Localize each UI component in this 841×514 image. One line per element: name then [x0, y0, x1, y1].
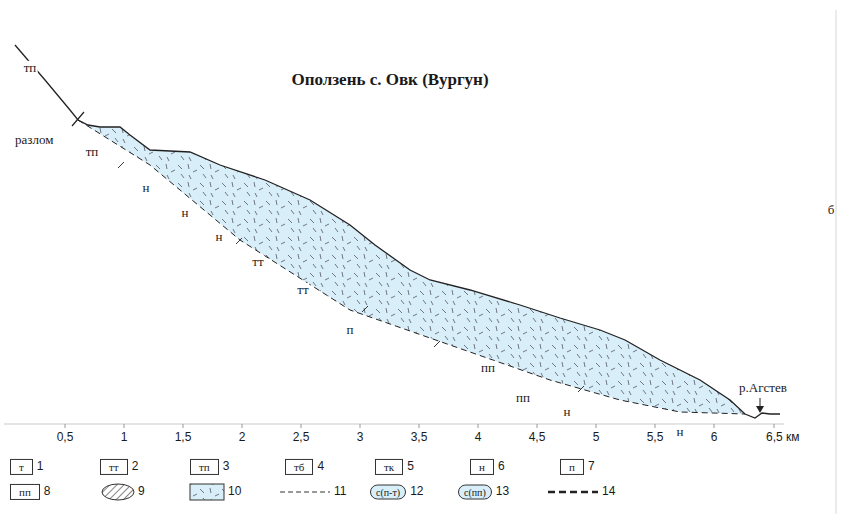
axis-tick-label: 6 — [711, 431, 718, 444]
legend-number: 4 — [317, 460, 324, 473]
layer-label: н — [676, 425, 685, 439]
axis-tick — [478, 424, 479, 428]
axis-tick — [242, 424, 243, 428]
legend-dashed — [280, 492, 330, 493]
axis-tick-label: 2,5 — [293, 431, 310, 444]
layer-label: н — [563, 405, 572, 419]
axis-tick-label: 3,5 — [411, 431, 428, 444]
ground-surface — [15, 45, 780, 418]
legend-number: 1 — [37, 460, 44, 473]
axis-tick-label: 0,5 — [57, 431, 74, 444]
title: Оползень с. Овк (Вургун) — [291, 71, 488, 90]
contact-ticks — [118, 162, 584, 392]
river-label: р.Агстев — [738, 381, 788, 395]
axis-tick-label: 5,5 — [647, 431, 664, 444]
axis-tick — [655, 424, 656, 428]
legend-number: 13 — [496, 485, 509, 498]
legend-sample: тт — [100, 459, 128, 475]
layer-label: п — [346, 323, 355, 337]
legend-sample: пп — [10, 484, 40, 500]
river-arrowhead — [756, 406, 764, 413]
fault-mark — [72, 112, 84, 126]
layer-label: пп — [480, 361, 496, 375]
layer-label: тп — [85, 145, 100, 159]
axis-tick-label: 4,5 — [529, 431, 546, 444]
axis-tick — [537, 424, 538, 428]
axis-tick-label: 1 — [121, 431, 128, 444]
axis-tick-label: 1,5 — [175, 431, 192, 444]
legend-number: 6 — [498, 460, 505, 473]
legend-number: 2 — [132, 460, 139, 473]
legend-hatch — [102, 484, 134, 500]
layer-label: разлом — [14, 133, 54, 147]
axis-tick — [419, 424, 420, 428]
landslide-body — [78, 120, 745, 414]
legend-sample: с(п-т) — [370, 485, 406, 500]
slip-surface — [78, 120, 745, 414]
legend-samples — [102, 484, 598, 500]
axis-tick — [360, 424, 361, 428]
axis-tick-label: 2 — [239, 431, 246, 444]
legend-sample: с(пп) — [458, 485, 492, 500]
legend-number: 7 — [588, 460, 595, 473]
axis-tick — [596, 424, 597, 428]
axis-tick — [774, 424, 775, 428]
layer-label: тт — [296, 283, 309, 297]
legend-sample: т — [10, 459, 33, 475]
legend-sample: тб — [285, 459, 313, 475]
layer-label: тп — [23, 61, 38, 75]
legend-sample: тп — [190, 459, 219, 475]
layer-label: тт — [251, 255, 264, 269]
layer-label: пп — [515, 391, 531, 405]
legend-number: 9 — [138, 485, 145, 498]
legend-fault — [548, 491, 598, 494]
axis-tick-label: 6,5 км — [766, 431, 800, 444]
legend-number: 3 — [223, 460, 230, 473]
legend-sample: тк — [375, 459, 403, 475]
panel-letter: б — [828, 203, 835, 217]
legend-number: 12 — [410, 485, 423, 498]
axis-line — [4, 424, 784, 425]
axis-tick — [301, 424, 302, 428]
axis-tick — [714, 424, 715, 428]
axis-tick — [65, 424, 66, 428]
legend-number: 8 — [44, 485, 51, 498]
legend-sample: п — [560, 459, 584, 475]
layer-label: н — [215, 230, 224, 244]
axis-tick-label: 5 — [593, 431, 600, 444]
legend-number: 10 — [228, 485, 241, 498]
layer-label: н — [142, 181, 151, 195]
legend-number: 14 — [602, 485, 615, 498]
legend-number: 5 — [407, 460, 414, 473]
legend-number: 11 — [334, 485, 346, 498]
axis-tick-label: 3 — [357, 431, 364, 444]
legend-sample: н — [470, 459, 494, 475]
axis-tick-label: 4 — [475, 431, 482, 444]
axis-tick — [124, 424, 125, 428]
frame-line — [836, 10, 837, 514]
legend-landslide — [190, 484, 224, 500]
axis-tick — [183, 424, 184, 428]
layer-label: н — [181, 206, 190, 220]
